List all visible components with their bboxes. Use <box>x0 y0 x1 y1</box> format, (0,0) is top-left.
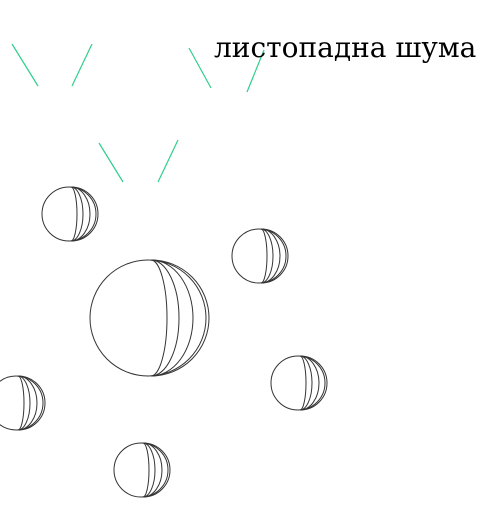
moon-phase-right-bottom <box>271 356 327 410</box>
falling-line-3a <box>99 143 123 182</box>
label-text: листопадна шума <box>214 34 476 62</box>
moon-phase-large <box>90 260 209 376</box>
falling-line-2a <box>189 48 211 88</box>
falling-line-1b <box>72 44 92 86</box>
falling-line-3b <box>158 140 178 182</box>
moon-phase-left-bottom <box>0 376 45 430</box>
moon-phase-top-left <box>42 187 98 241</box>
falling-lines-group <box>12 44 264 182</box>
falling-line-1a <box>12 44 38 86</box>
moon-phase-group <box>0 187 327 497</box>
moon-phase-bottom <box>114 443 170 497</box>
moon-phase-right-top <box>232 229 288 283</box>
